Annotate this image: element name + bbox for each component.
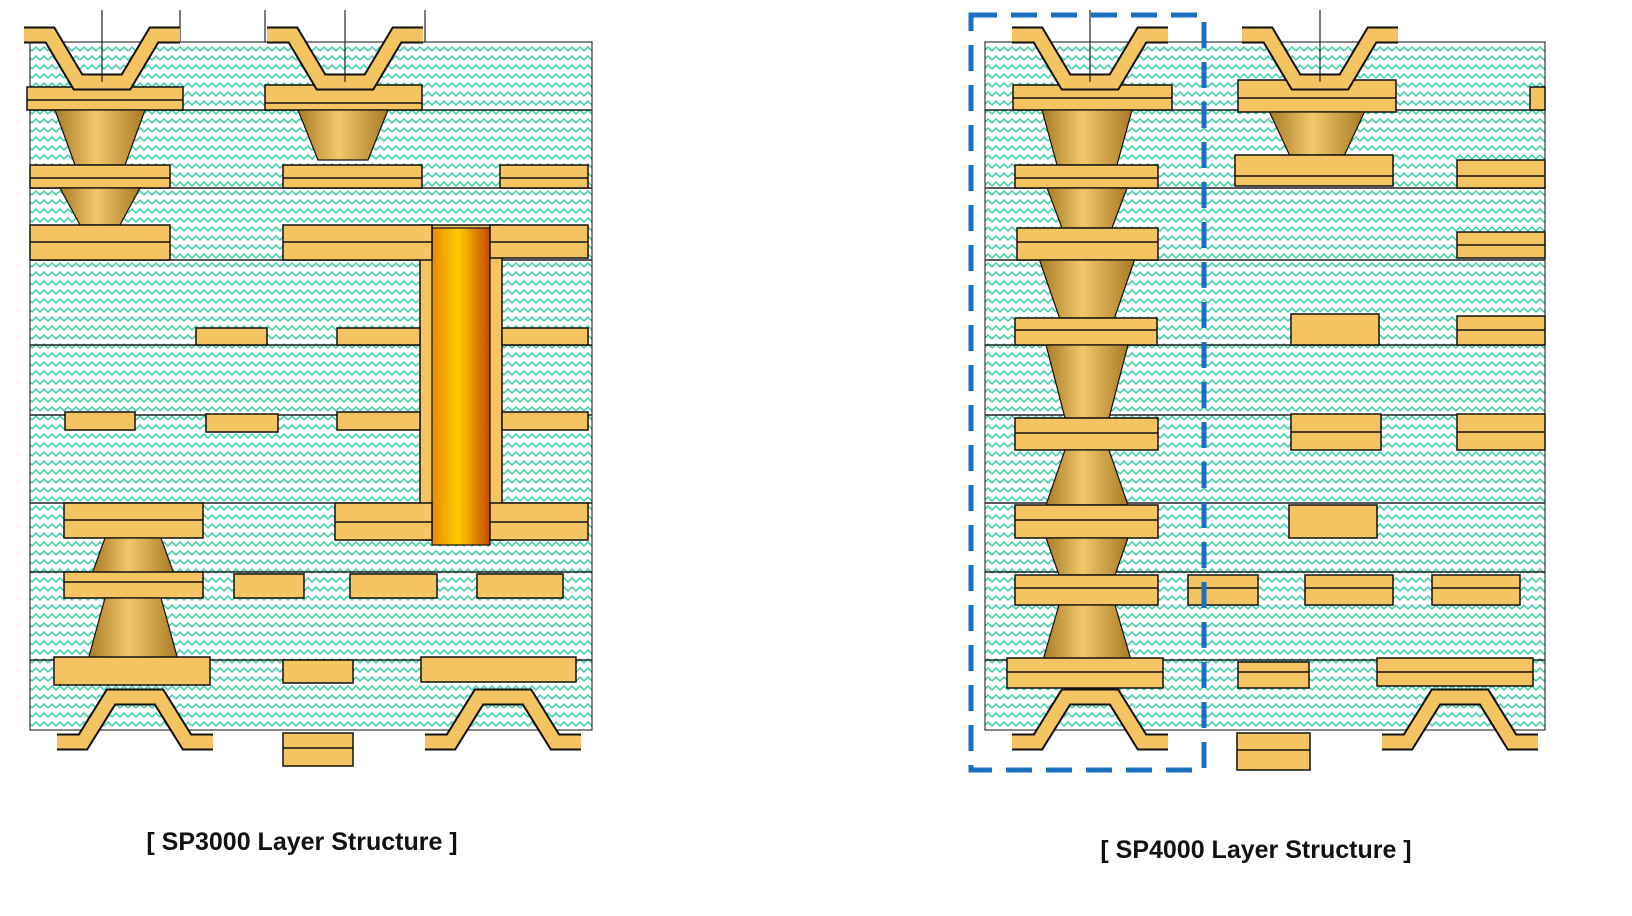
filled-via — [1041, 109, 1133, 166]
copper-pad — [282, 732, 354, 767]
copper-pad — [1529, 86, 1546, 111]
copper-pad — [1456, 159, 1546, 189]
copper-pad — [499, 164, 589, 189]
stacked-via-highlight-box — [968, 12, 1207, 773]
copper-pad — [336, 327, 421, 346]
copper-pad — [282, 164, 423, 189]
copper-pad — [1006, 657, 1164, 689]
copper-pad — [1187, 574, 1259, 606]
surface-microvia — [57, 690, 213, 749]
sp4000-caption: [ SP4000 Layer Structure ] — [1100, 836, 1412, 864]
filled-via — [1045, 537, 1129, 576]
copper-pad — [195, 327, 268, 346]
copper-pad — [336, 411, 421, 431]
copper-pad — [205, 413, 279, 433]
copper-pad — [1014, 317, 1158, 346]
copper-pad — [1014, 574, 1159, 606]
copper-pad — [282, 659, 354, 684]
copper-pad — [420, 656, 577, 683]
copper-pad — [1016, 227, 1159, 261]
surface-microvia — [425, 690, 581, 749]
surface-microvia — [1012, 690, 1168, 749]
copper-pad — [1290, 313, 1380, 346]
filled-via — [91, 537, 175, 575]
copper-pad — [1304, 574, 1394, 606]
sp4000-structure — [968, 10, 1546, 773]
copper-pad — [501, 327, 589, 346]
plated-through-hole — [431, 227, 491, 546]
copper-pad — [1234, 154, 1394, 187]
copper-pad — [1014, 504, 1159, 539]
filled-via — [297, 109, 389, 161]
copper-pad — [1236, 732, 1311, 771]
filled-via — [1042, 604, 1132, 661]
copper-pad — [53, 656, 211, 686]
copper-pad — [1237, 661, 1310, 689]
sp3000-structure — [24, 10, 593, 767]
copper-pad — [501, 411, 589, 431]
copper-pad — [64, 411, 136, 431]
copper-pad — [476, 573, 564, 599]
copper-pad — [349, 573, 438, 599]
copper-pad — [1431, 574, 1521, 606]
copper-pad — [1014, 164, 1159, 189]
copper-pad — [233, 573, 305, 599]
copper-pad — [63, 571, 204, 599]
sp3000-caption: [ SP3000 Layer Structure ] — [146, 828, 458, 856]
surface-microvia — [1382, 690, 1538, 749]
copper-pad — [29, 164, 171, 189]
copper-pad — [1288, 504, 1378, 539]
copper-pad — [1014, 417, 1159, 451]
